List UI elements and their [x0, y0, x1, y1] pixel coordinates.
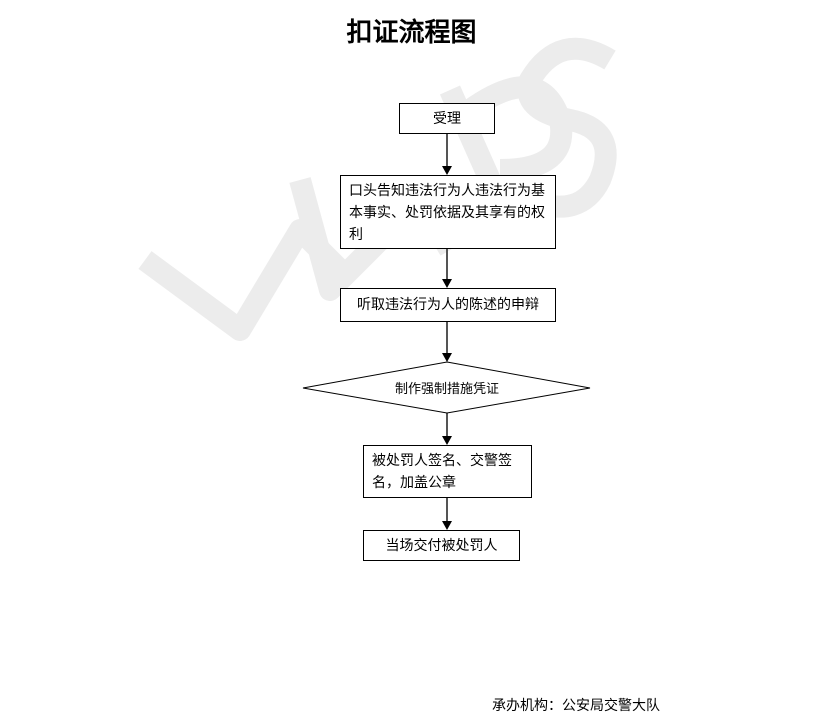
handling-agency: 承办机构：公安局交警大队 — [492, 698, 660, 714]
step-make-certificate: 制作强制措施凭证 — [394, 382, 499, 397]
decision-diamond — [302, 361, 591, 414]
step-notify: 口头告知违法行为人违法行为基本事实、处罚依据及其享有的权利 — [340, 175, 556, 249]
page-title: 扣证流程图 — [346, 18, 477, 48]
step-sign: 被处罚人签名、交警签名，加盖公章 — [363, 445, 532, 498]
step-hear-statement: 听取违法行为人的陈述的申辩 — [340, 288, 556, 322]
step-accept: 受理 — [399, 103, 495, 134]
step-deliver: 当场交付被处罚人 — [363, 530, 520, 561]
